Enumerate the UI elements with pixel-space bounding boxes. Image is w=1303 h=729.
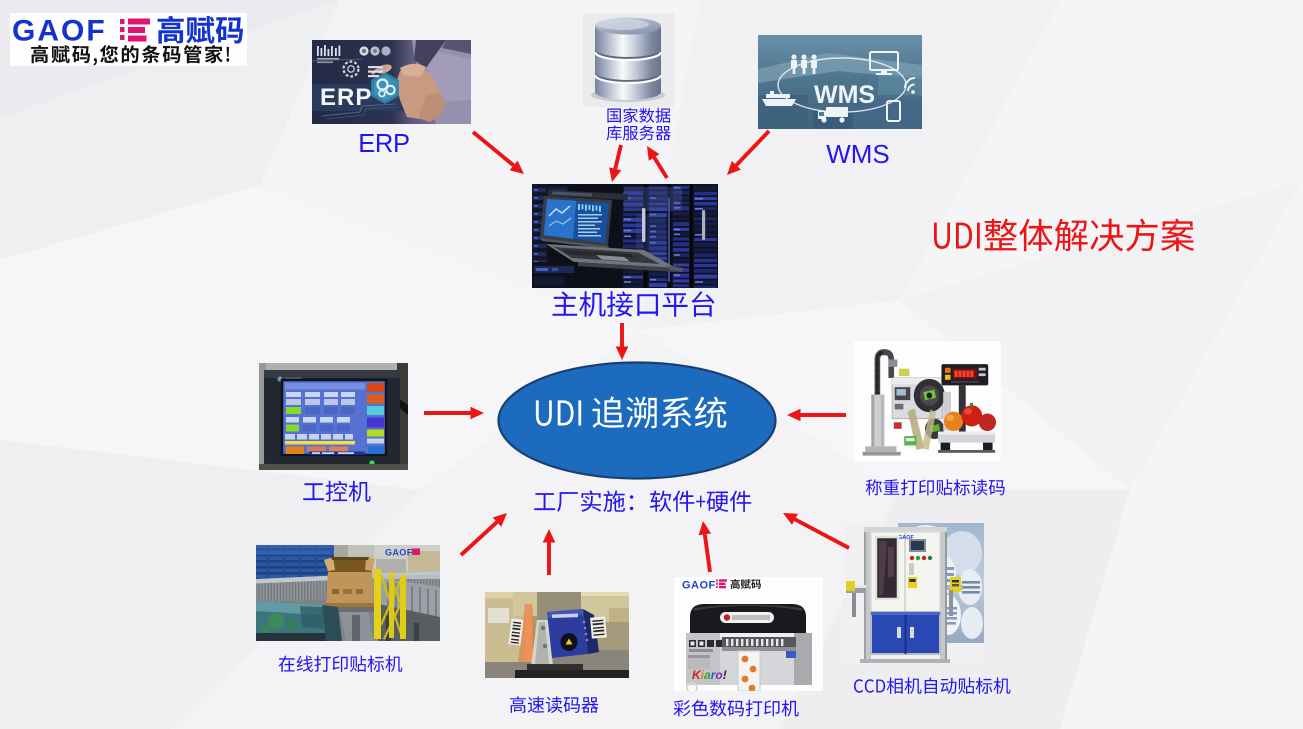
svg-text:GAOF: GAOF — [682, 580, 716, 592]
svg-text:Kiaro!: Kiaro! — [692, 668, 727, 682]
svg-text:ERP: ERP — [358, 130, 410, 158]
svg-text:GAOF: GAOF — [12, 15, 107, 48]
svg-text:WMS: WMS — [826, 139, 890, 169]
svg-text:GAOF: GAOF — [898, 535, 915, 541]
svg-text:WMS: WMS — [814, 81, 875, 109]
svg-text:ERP: ERP — [320, 84, 372, 111]
svg-text:GAOF: GAOF — [385, 548, 413, 558]
